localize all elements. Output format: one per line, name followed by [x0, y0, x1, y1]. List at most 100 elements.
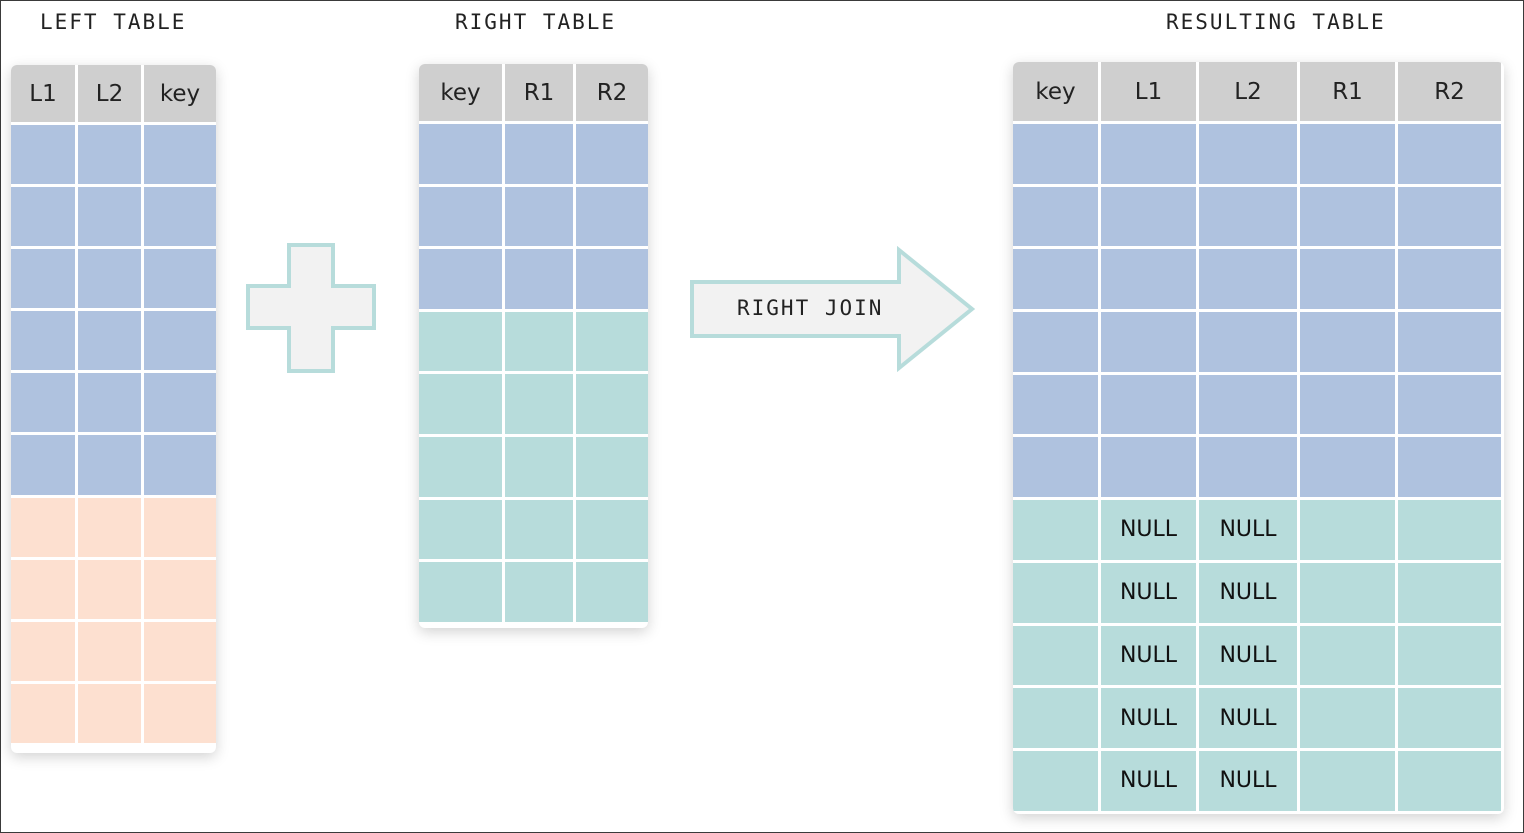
right-table-cell: [419, 249, 502, 309]
left-table-cell: [11, 435, 75, 495]
left-table-cell: [11, 125, 75, 185]
right-table-header-r2: R2: [576, 64, 648, 121]
result-table-cell: [1398, 625, 1501, 686]
right-table-cell: [419, 499, 502, 560]
right-table-cell: [576, 249, 648, 309]
right-table-cell: [505, 124, 573, 184]
left-table-cell: [11, 559, 75, 619]
right-table-cell: [419, 311, 502, 372]
left-table-cell: [11, 249, 75, 309]
result-table-header-r1: R1: [1300, 62, 1395, 121]
result-table-cell: [1013, 500, 1098, 560]
result-table-cell: [1199, 186, 1297, 247]
left-table-cell: [78, 683, 141, 743]
result-table-null-cell: NULL: [1199, 562, 1297, 623]
result-table-null-cell: NULL: [1101, 625, 1196, 686]
right-table-title: RIGHT TABLE: [455, 10, 617, 34]
result-table-header-r2: R2: [1398, 62, 1501, 121]
result-table-cell: [1013, 562, 1098, 623]
result-table-cell: [1398, 437, 1501, 498]
result-table-cell: [1300, 500, 1395, 560]
result-table-cell: [1300, 374, 1395, 435]
right-table-cell: [576, 499, 648, 560]
right-table-cell: [576, 562, 648, 622]
result-table-null-cell: NULL: [1101, 688, 1196, 748]
right-table-cell: [576, 186, 648, 247]
join-type-label: RIGHT JOIN: [737, 296, 884, 320]
left-table-title: LEFT TABLE: [40, 10, 187, 34]
result-table-header-l1: L1: [1101, 62, 1196, 121]
right-table-cell: [505, 562, 573, 622]
result-table-cell: [1013, 625, 1098, 686]
right-table-cell: [505, 374, 573, 434]
result-table-header-l2: L2: [1199, 62, 1297, 121]
right-table-cell: [419, 124, 502, 184]
result-table-cell: [1300, 312, 1395, 372]
result-table-cell: [1101, 124, 1196, 184]
right-table-cell: [576, 311, 648, 372]
right-table-cell: [419, 374, 502, 434]
result-table-cell: [1300, 625, 1395, 686]
left-table-cell: [78, 435, 141, 495]
result-table-cell: [1013, 186, 1098, 247]
left-table-cell: [11, 621, 75, 681]
result-table-null-cell: NULL: [1101, 562, 1196, 623]
result-table-cell: [1300, 186, 1395, 247]
left-table-cell: [144, 125, 216, 185]
right-table-header-r1: R1: [505, 64, 573, 121]
result-table-cell: [1013, 750, 1098, 811]
result-table-cell: [1013, 437, 1098, 498]
right-table-cell: [419, 436, 502, 497]
left-table-cell: [144, 373, 216, 433]
left-table-cell: [78, 249, 141, 309]
result-table-cell: [1300, 688, 1395, 748]
result-table-cell: [1398, 124, 1501, 184]
result-table-cell: [1199, 124, 1297, 184]
left-table-cell: [11, 187, 75, 247]
result-table-cell: [1013, 249, 1098, 310]
left-table-cell: [144, 187, 216, 247]
result-table-cell: [1199, 437, 1297, 498]
result-table-null-cell: NULL: [1101, 750, 1196, 811]
left-table-cell: [78, 125, 141, 185]
result-table-cell: [1398, 562, 1501, 623]
result-table-cell: [1398, 249, 1501, 310]
result-table-cell: [1398, 688, 1501, 748]
result-table-cell: [1101, 249, 1196, 310]
result-table-null-cell: NULL: [1199, 625, 1297, 686]
left-table-cell: [144, 559, 216, 619]
right-table-cell: [505, 249, 573, 309]
result-table-cell: [1300, 750, 1395, 811]
result-table-cell: [1300, 562, 1395, 623]
right-table-cell: [576, 436, 648, 497]
result-table-null-cell: NULL: [1199, 750, 1297, 811]
result-table-null-cell: NULL: [1199, 500, 1297, 560]
left-table-header-l2: L2: [78, 65, 141, 122]
left-table-cell: [144, 435, 216, 495]
left-table-cell: [144, 683, 216, 743]
result-table-cell: [1013, 124, 1098, 184]
result-table-cell: [1300, 437, 1395, 498]
result-table-cell: [1300, 124, 1395, 184]
left-table-cell: [11, 683, 75, 743]
result-table-cell: [1013, 374, 1098, 435]
result-table-cell: [1013, 312, 1098, 372]
right-table-cell: [505, 499, 573, 560]
right-table-cell: [505, 186, 573, 247]
right-table-cell: [505, 311, 573, 372]
left-table-cell: [144, 311, 216, 371]
left-table-cell: [144, 249, 216, 309]
result-table-cell: [1398, 500, 1501, 560]
result-table-title: RESULTING TABLE: [1166, 10, 1386, 34]
left-table-cell: [11, 497, 75, 557]
result-table-cell: [1199, 249, 1297, 310]
left-table-cell: [144, 621, 216, 681]
result-table-cell: [1101, 437, 1196, 498]
left-table-cell: [78, 621, 141, 681]
result-table-cell: [1101, 312, 1196, 372]
left-table-cell: [78, 311, 141, 371]
result-table-cell: [1013, 688, 1098, 748]
